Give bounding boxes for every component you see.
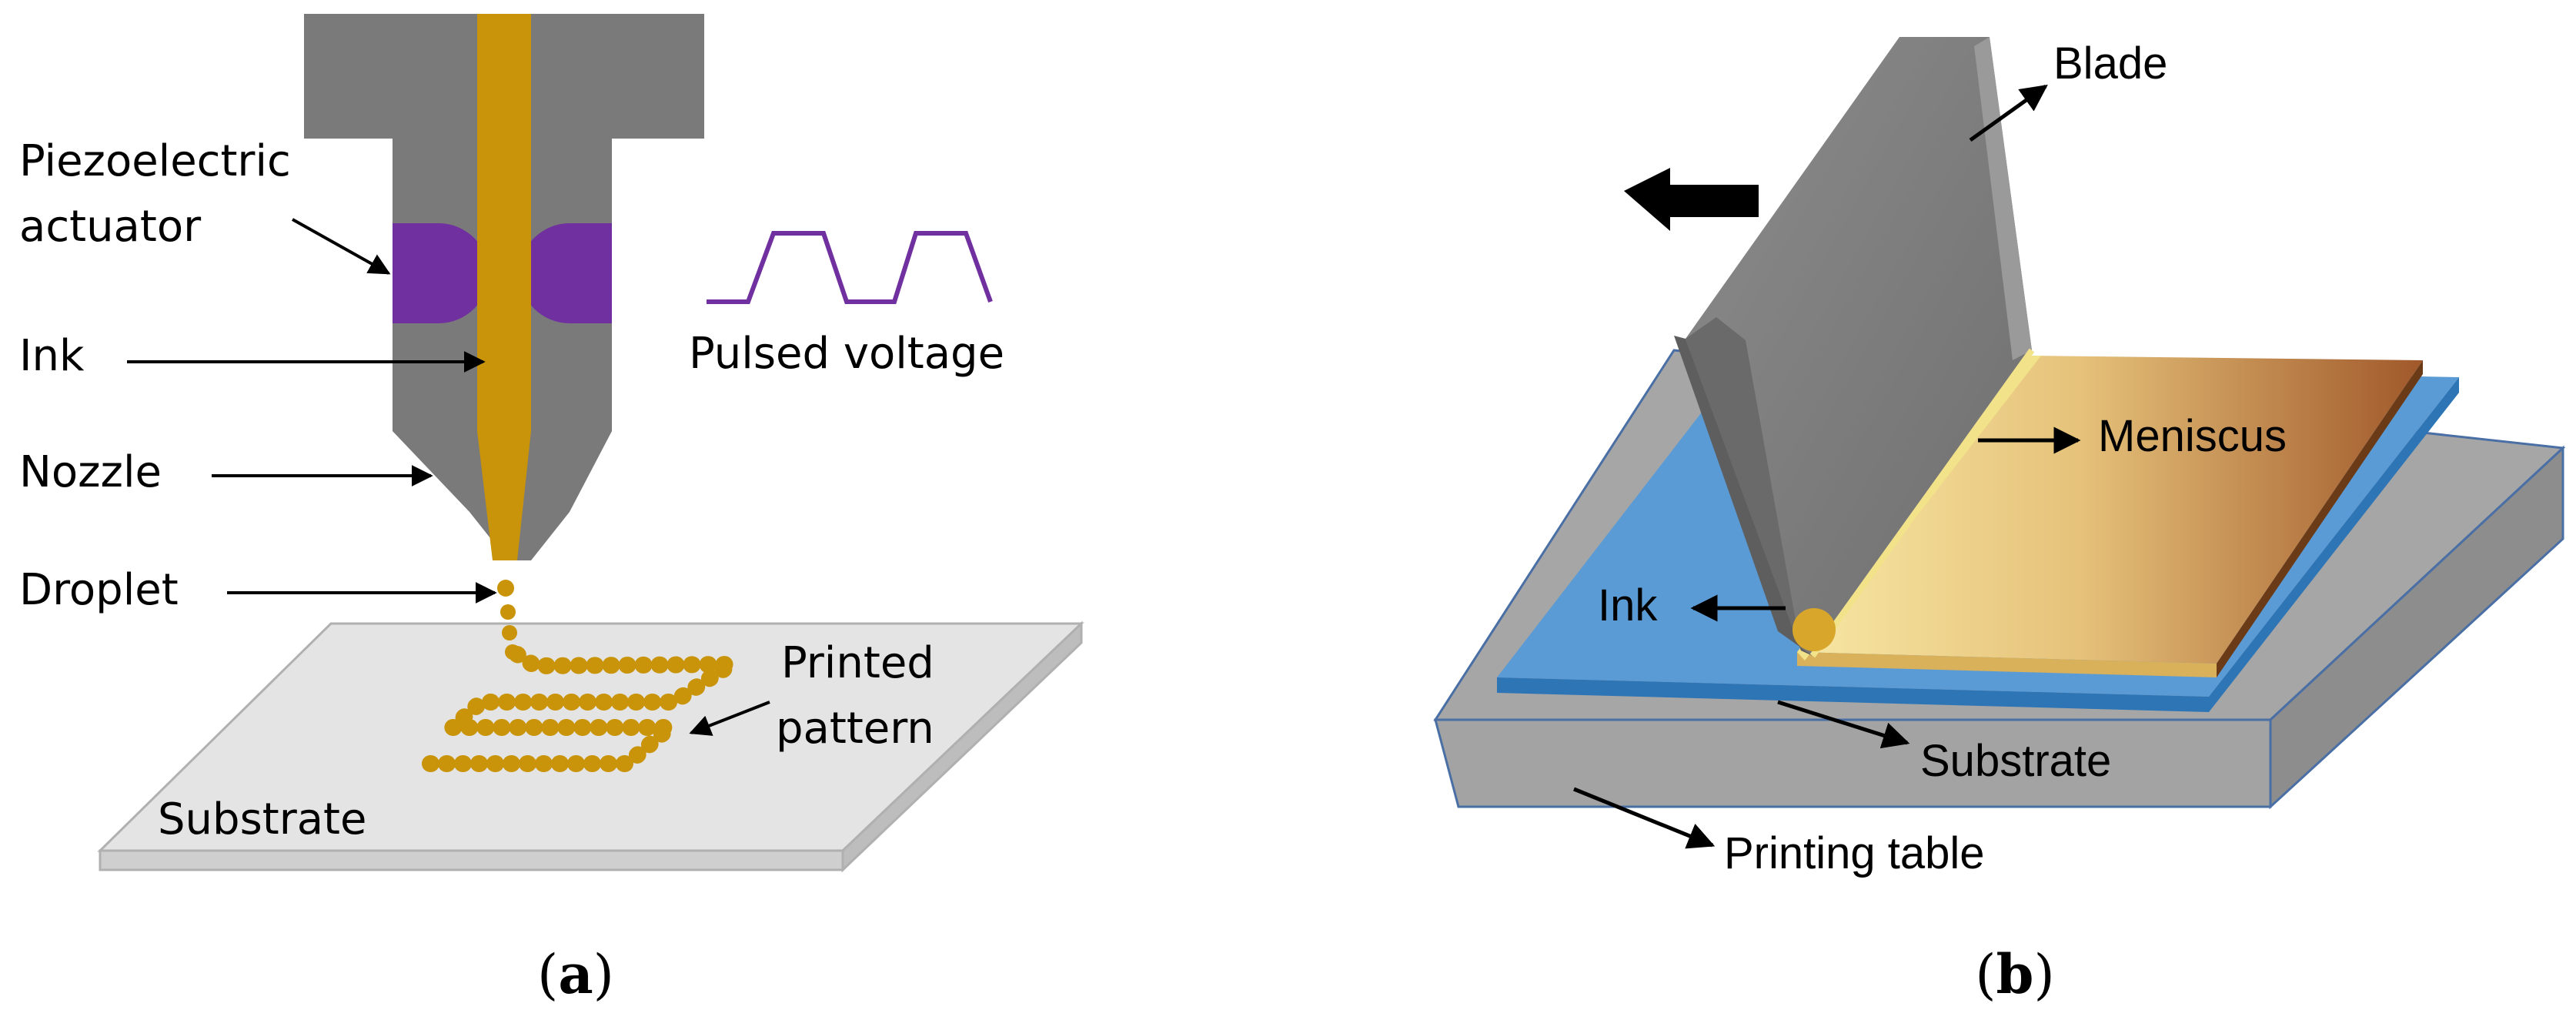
- label-printing-table: Printing table: [1724, 828, 1985, 878]
- label-printed: Printed: [781, 638, 934, 688]
- label-meniscus: Meniscus: [2098, 411, 2287, 461]
- label-substrate-a: Substrate: [158, 794, 366, 844]
- substrate-plate-a: [97, 620, 1084, 873]
- label-droplet: Droplet: [19, 565, 179, 615]
- arrows-b: [1573, 84, 2081, 849]
- ink-bead: [1793, 608, 1836, 651]
- caption-a: (a): [537, 942, 614, 1006]
- label-nozzle: Nozzle: [19, 447, 162, 497]
- caption-b: (b): [1975, 942, 2055, 1006]
- label-piezoelectric: Piezoelectric: [19, 136, 291, 186]
- blade: [1674, 37, 2035, 658]
- piezo-actuator-right: [520, 223, 612, 323]
- piezo-actuator-left: [393, 223, 489, 323]
- printed-pattern: [413, 646, 740, 772]
- label-ink-b: Ink: [1598, 580, 1658, 630]
- label-actuator: actuator: [19, 202, 202, 252]
- label-pattern: pattern: [776, 704, 934, 754]
- arrows-a: [127, 218, 770, 736]
- direction-arrow: [1624, 168, 1759, 231]
- panel-b: Blade Meniscus Ink Substrate Printing ta…: [1433, 37, 2566, 1006]
- label-pulsed-voltage: Pulsed voltage: [689, 329, 1004, 379]
- label-ink-a: Ink: [19, 331, 85, 381]
- ink-channel: [477, 14, 531, 560]
- panel-a: Piezoelectric actuator Ink Nozzle Drople…: [19, 14, 1084, 1006]
- pulsed-voltage-waveform: [707, 231, 993, 304]
- label-blade: Blade: [2053, 38, 2167, 89]
- label-substrate-b: Substrate: [1920, 736, 2111, 786]
